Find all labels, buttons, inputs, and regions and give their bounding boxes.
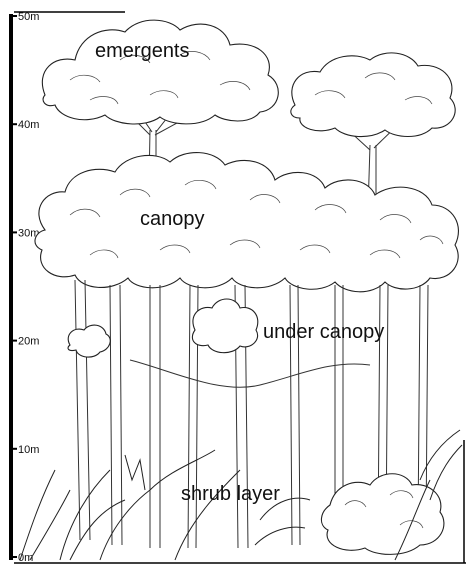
- label-canopy: canopy: [140, 208, 205, 230]
- scale-tick-label-20: 20m: [18, 336, 39, 348]
- scale-tick-label-50: 50m: [18, 11, 39, 23]
- scale-tick-label-10: 10m: [18, 444, 39, 456]
- label-emergents: emergents: [95, 40, 190, 62]
- label-under-canopy: under canopy: [263, 321, 384, 343]
- label-shrub-layer: shrub layer: [181, 483, 280, 505]
- scale-tick-label-40: 40m: [18, 119, 39, 131]
- emergent-crown-right: [291, 53, 455, 137]
- under-canopy-trees: [68, 299, 258, 357]
- emergent-crown-left: [42, 20, 278, 124]
- canopy-trees: [35, 153, 458, 292]
